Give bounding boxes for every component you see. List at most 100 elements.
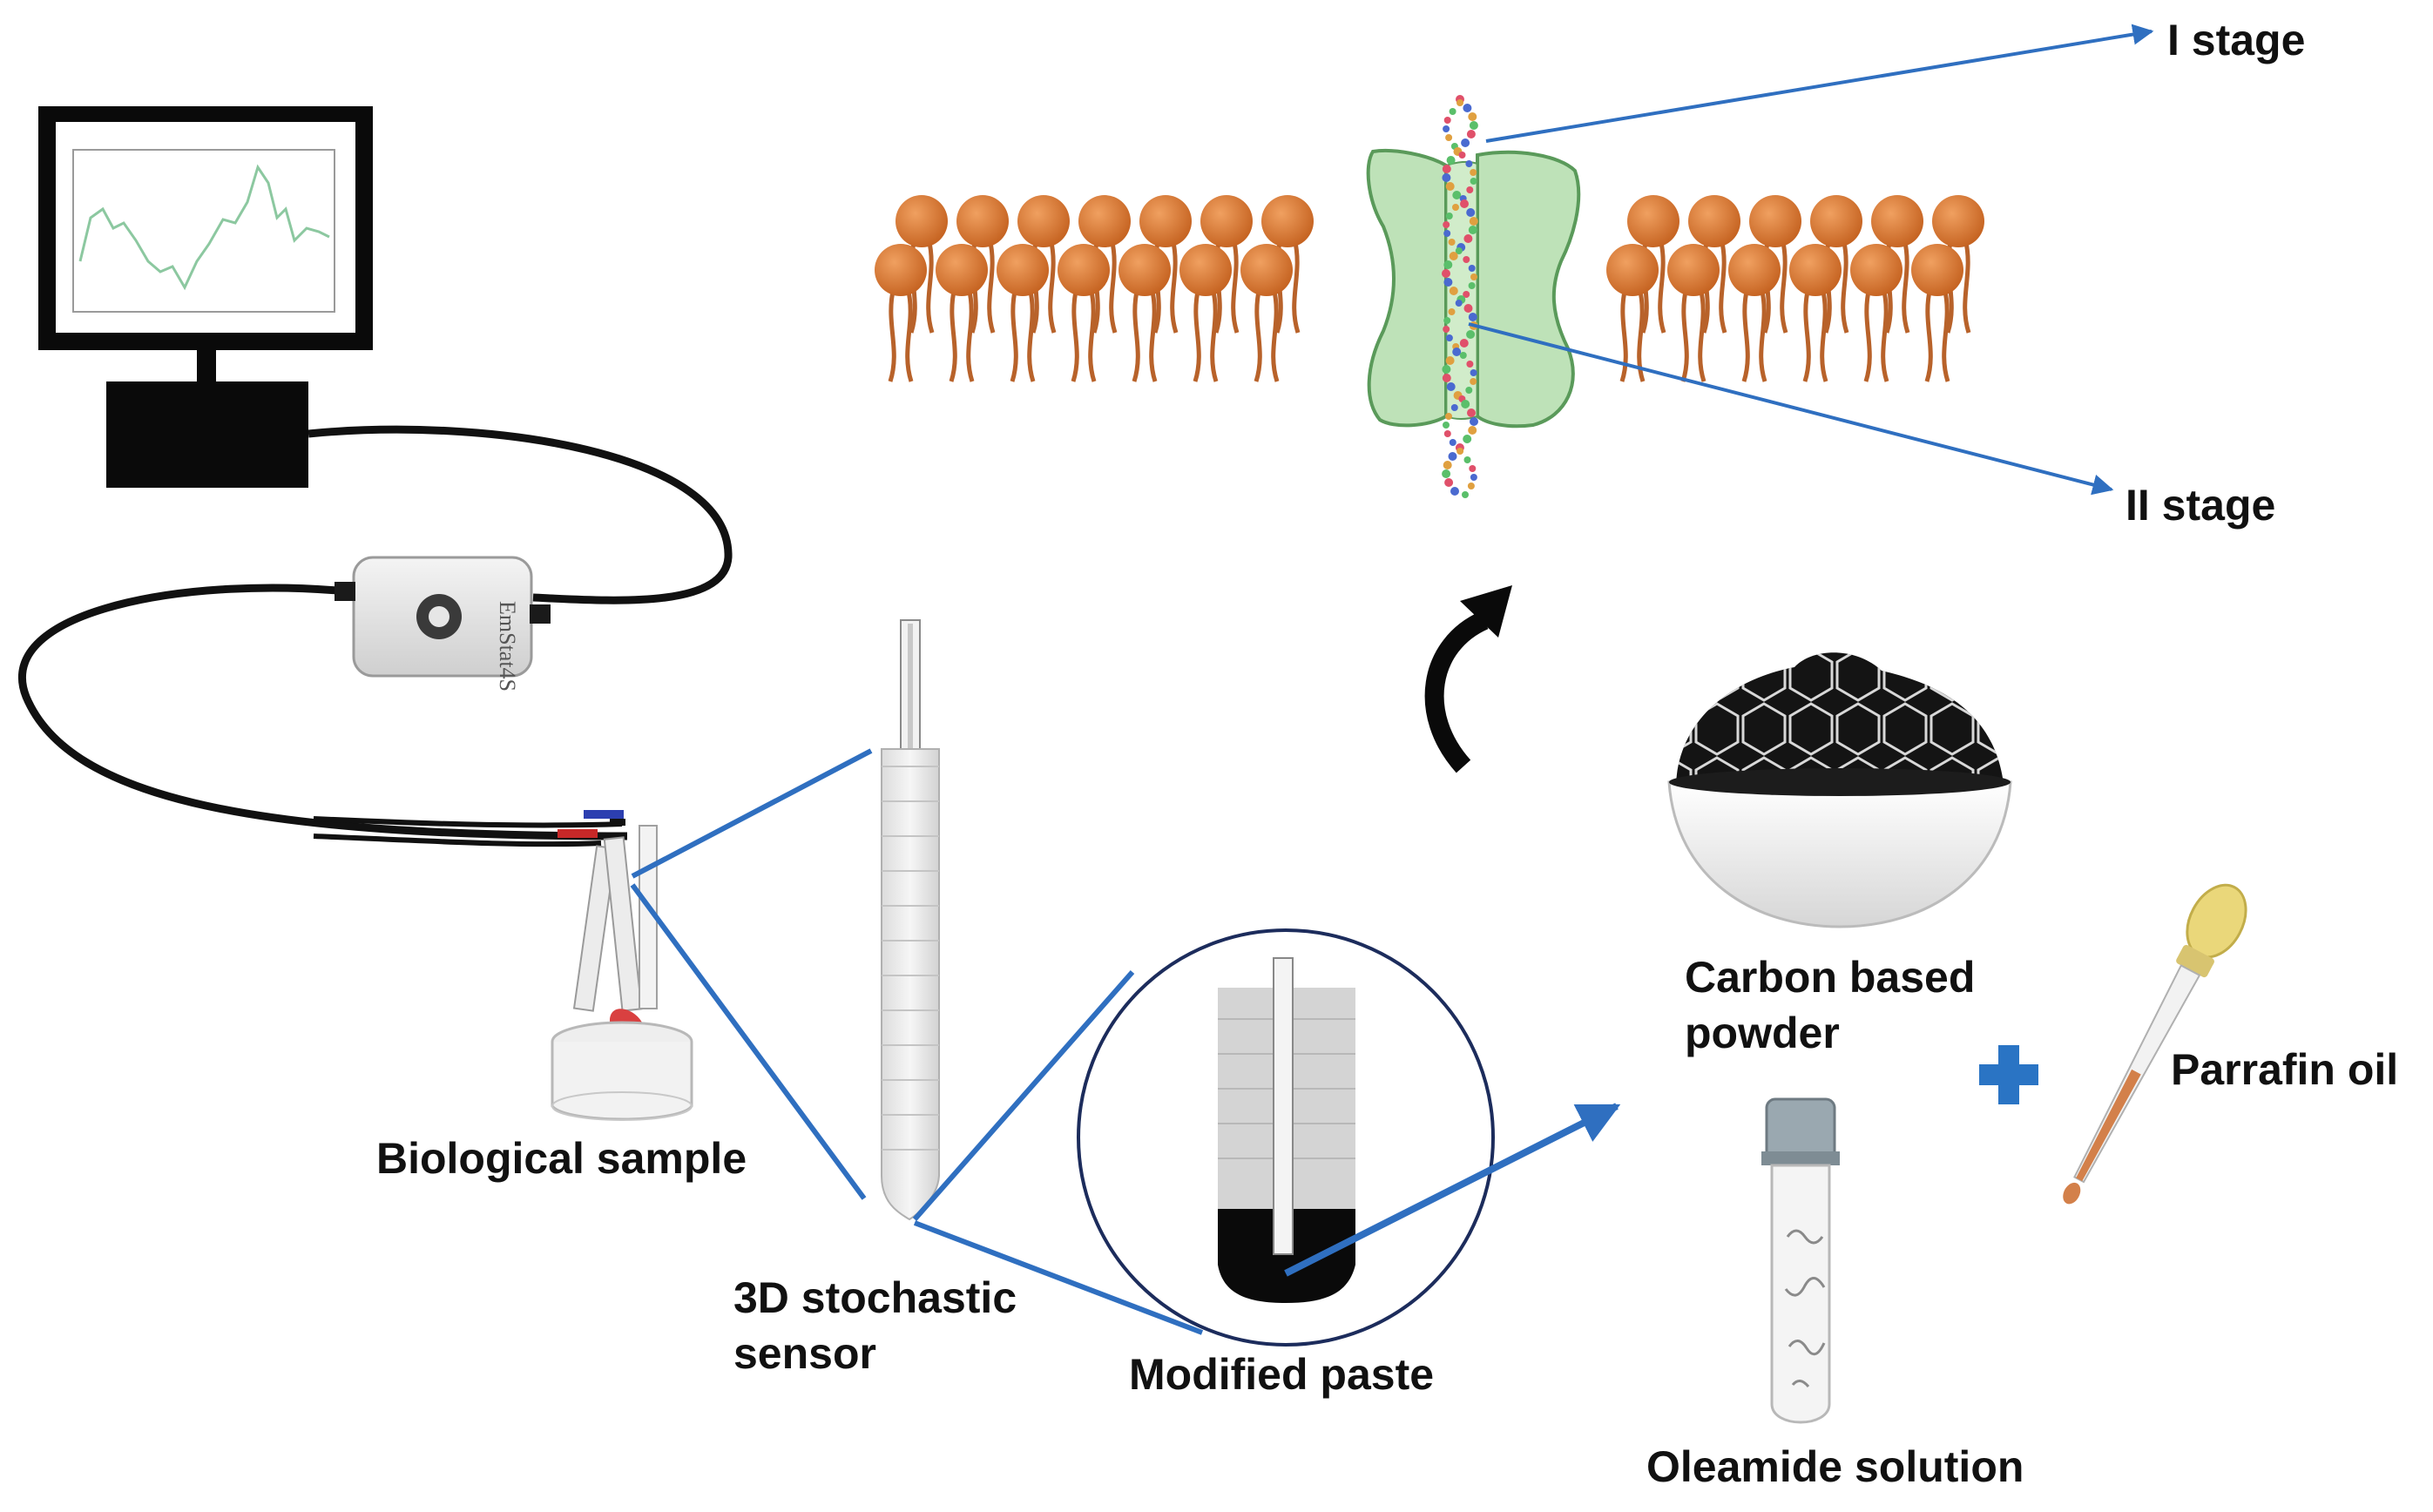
dna-bead: [1452, 191, 1462, 199]
dna-bead: [1463, 435, 1472, 443]
carbon-powder-bowl: [1667, 652, 2012, 928]
lipid-molecule: [1850, 244, 1902, 382]
label-carbon-powder: Carbon based powder: [1685, 949, 1975, 1061]
dna-bead: [1446, 382, 1456, 391]
dna-bead: [1470, 273, 1477, 280]
dna-bead: [1468, 282, 1476, 289]
stage-two-arrow: [1468, 322, 2114, 496]
lipid-molecule: [1667, 244, 1720, 382]
dna-bead: [1463, 304, 1473, 313]
lipid-molecule: [1240, 244, 1293, 382]
computer-tower: [106, 381, 308, 488]
label-stage-two: II stage: [2125, 481, 2276, 530]
lipid-molecule: [936, 244, 988, 382]
dna-bead: [1443, 278, 1453, 287]
dna-bead: [1456, 99, 1463, 106]
label-stochastic-sensor-line2: sensor: [733, 1329, 876, 1378]
dna-bead: [1468, 226, 1477, 234]
dna-bead: [1452, 348, 1462, 356]
modified-paste-magnifier: [1077, 928, 1495, 1347]
dna-bead: [1443, 260, 1453, 269]
paraffin-dropper: [2063, 883, 2247, 1205]
dna-bead: [1466, 361, 1474, 368]
dna-bead: [1443, 125, 1450, 132]
dna-bead: [1450, 404, 1458, 411]
dna-bead: [1445, 413, 1452, 420]
dna-bead: [1446, 156, 1456, 165]
dna-bead: [1463, 291, 1470, 298]
dna-bead: [1443, 326, 1450, 333]
lipid-molecule: [997, 244, 1049, 382]
lipid-molecule: [1911, 244, 1963, 382]
dna-bead: [1455, 247, 1463, 254]
plus-icon: [1979, 1045, 2038, 1104]
lipid-bilayer: [875, 195, 1984, 382]
dna-bead: [1459, 339, 1469, 348]
dna-bead: [1443, 430, 1451, 437]
dna-bead: [1443, 422, 1450, 429]
dna-bead: [1459, 352, 1467, 359]
dna-bead: [1449, 439, 1456, 446]
dna-bead: [1448, 239, 1456, 246]
label-paraffin-oil: Parrafin oil: [2171, 1045, 2399, 1094]
dna-bead: [1442, 165, 1451, 173]
dna-bead: [1469, 217, 1478, 226]
dna-bead: [1469, 121, 1478, 130]
label-modified-paste: Modified paste: [1129, 1350, 1435, 1399]
dna-bead: [1442, 269, 1450, 278]
potentiostat-device: EmStat4S: [335, 556, 551, 692]
curved-black-arrow: [1424, 585, 1512, 773]
dna-bead: [1461, 400, 1470, 408]
dna-bead: [1449, 252, 1458, 260]
dna-bead: [1458, 152, 1466, 159]
dna-bead: [1443, 221, 1450, 228]
dna-bead: [1463, 456, 1471, 463]
dna-bead: [1448, 308, 1456, 315]
dna-bead: [1443, 230, 1451, 237]
dna-bead: [1469, 465, 1477, 472]
dna-bead: [1443, 317, 1451, 324]
label-stage-one: I stage: [2167, 16, 2306, 64]
dna-bead: [1465, 160, 1473, 167]
dna-bead: [1443, 461, 1452, 469]
dna-bead: [1450, 487, 1459, 496]
dna-bead: [1445, 356, 1455, 365]
paste-tip: [1218, 1209, 1355, 1303]
dna-bead: [1463, 234, 1473, 243]
lipid-molecule: [1179, 244, 1232, 382]
dna-bead: [1442, 374, 1451, 382]
dna-bead: [1455, 300, 1463, 307]
dna-bead: [1449, 287, 1458, 295]
dna-bead: [1467, 408, 1476, 417]
dna-bead: [1466, 208, 1476, 217]
dna-bead: [1468, 426, 1477, 435]
dna-bead: [1466, 330, 1476, 339]
protein-channel: [1366, 148, 1581, 429]
dna-bead: [1468, 265, 1476, 272]
biological-sample-setup: [551, 825, 693, 1121]
dna-bead: [1468, 313, 1477, 321]
lipid-molecule: [875, 244, 927, 382]
lipid-molecule: [1728, 244, 1781, 382]
dna-bead: [1468, 112, 1477, 121]
dna-bead: [1449, 108, 1456, 115]
dna-bead: [1461, 138, 1470, 147]
device-brand-text: EmStat4S: [495, 601, 520, 692]
monitor-signal-trace: [78, 164, 330, 291]
dna-bead: [1460, 199, 1469, 208]
lipid-molecule: [1119, 244, 1171, 382]
electrode-leads: [558, 810, 625, 838]
dna-bead: [1442, 173, 1451, 182]
dna-bead: [1463, 104, 1472, 112]
dna-bead: [1470, 378, 1477, 385]
label-stochastic-sensor-line1: 3D stochastic: [733, 1273, 1017, 1322]
dna-bead: [1470, 178, 1477, 185]
lipid-molecule: [1789, 244, 1842, 382]
lipid-molecule: [1058, 244, 1110, 382]
dna-strand: [1442, 95, 1478, 498]
dna-bead: [1470, 369, 1477, 376]
label-carbon-powder-line1: Carbon based: [1685, 953, 1976, 1002]
dna-bead: [1463, 256, 1470, 263]
